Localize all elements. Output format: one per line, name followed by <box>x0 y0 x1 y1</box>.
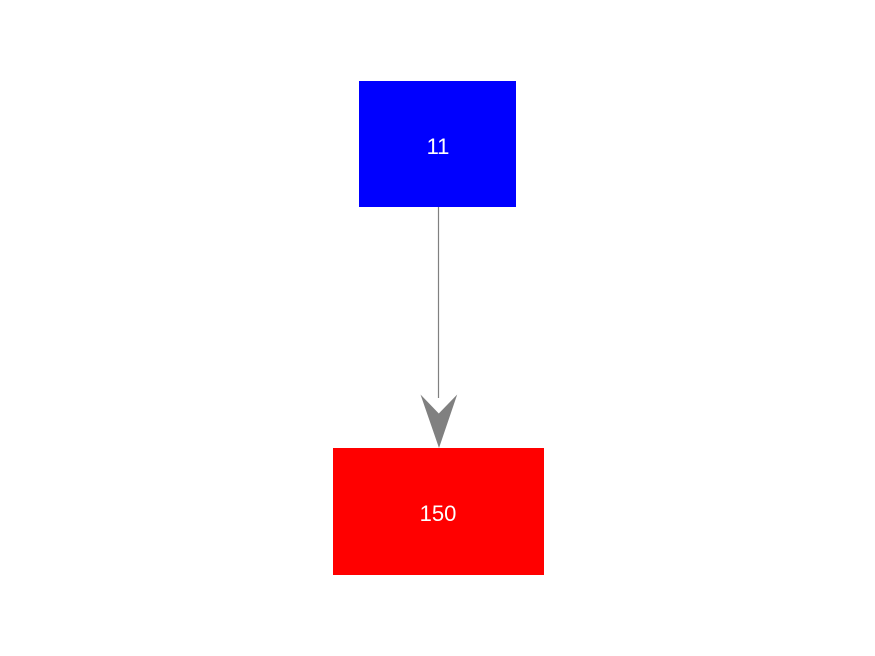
node-150-rect <box>333 448 544 575</box>
edge-arrowhead-icon <box>420 394 458 448</box>
node-150[interactable]: 150 <box>333 448 544 575</box>
node-11-label: 11 <box>427 134 450 159</box>
edge-11-to-150[interactable] <box>420 207 458 448</box>
node-11[interactable]: 11 <box>359 81 516 207</box>
node-150-label: 150 <box>420 501 457 526</box>
node-11-rect <box>359 81 516 207</box>
